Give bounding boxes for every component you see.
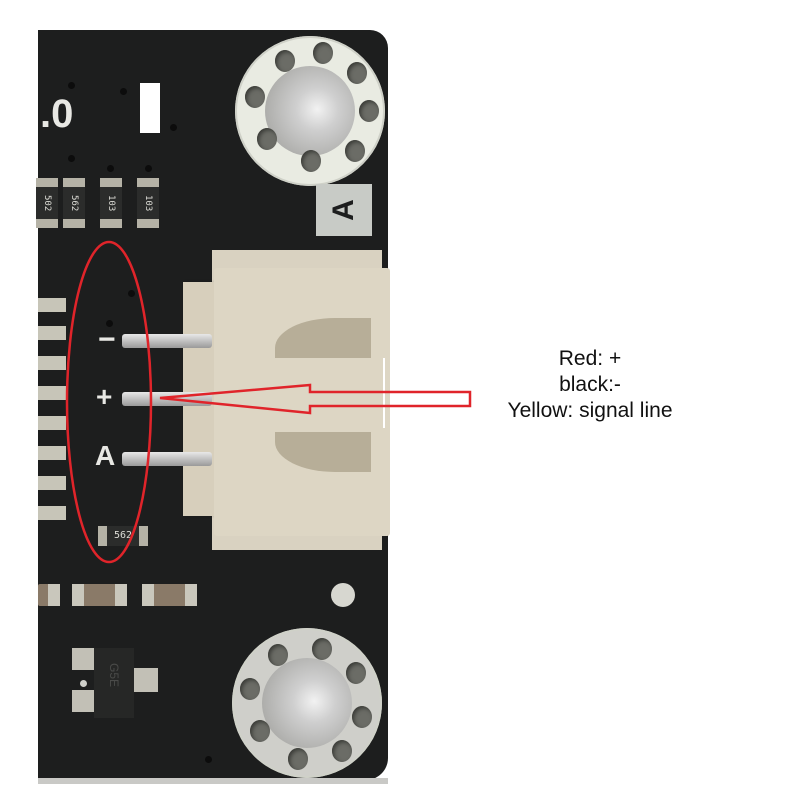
legend-red: Red: + [558, 347, 622, 370]
ic-pad [38, 416, 66, 430]
resistor: 562 [98, 526, 148, 546]
board-cutout [140, 83, 160, 133]
standoff-hole [352, 706, 372, 728]
connector-label-pad: A [316, 184, 372, 236]
pin-signal [122, 452, 212, 466]
via [170, 124, 177, 131]
ic-pad [38, 326, 66, 340]
transistor: G5E [94, 648, 134, 718]
ic-pad [38, 476, 66, 490]
ic-pad [38, 446, 66, 460]
via [128, 290, 135, 297]
test-pad [331, 583, 355, 607]
via [80, 680, 87, 687]
ic-pad [38, 506, 66, 520]
standoff-hole [346, 662, 366, 684]
resistor: 103 [100, 178, 122, 228]
transistor-pad [72, 690, 100, 712]
standoff-hole [332, 740, 352, 762]
capacitor [72, 584, 127, 606]
ic-pad [38, 298, 66, 312]
standoff-hole [288, 748, 308, 770]
ic-pad [38, 356, 66, 370]
resistor: 562 [63, 178, 85, 228]
via [68, 155, 75, 162]
resistor: 103 [137, 178, 159, 228]
via [68, 82, 75, 89]
via [120, 88, 127, 95]
standoff-hole [245, 86, 265, 108]
top-standoff [235, 36, 385, 186]
pin-minus [122, 334, 212, 348]
standoff-hole [301, 150, 321, 172]
pcb-edge [38, 778, 388, 784]
standoff-hole [240, 678, 260, 700]
capacitor [142, 584, 197, 606]
standoff-dome [265, 66, 355, 156]
pin-label-plus: + [96, 381, 113, 412]
pin-label-minus: − [98, 323, 116, 356]
wiring-legend: Red: + black:- Yellow: signal line [470, 346, 710, 424]
standoff-dome [262, 658, 352, 748]
standoff-hole [250, 720, 270, 742]
highlight-ellipse [65, 240, 153, 564]
connector-front [214, 268, 390, 536]
via [145, 165, 152, 172]
legend-black: black:- [559, 373, 621, 396]
resistor: 502 [36, 178, 58, 228]
transistor-pad [72, 648, 100, 670]
standoff-hole [257, 128, 277, 150]
standoff-hole [345, 140, 365, 162]
via [106, 320, 113, 327]
via [205, 756, 212, 763]
standoff-hole [268, 644, 288, 666]
bottom-standoff [232, 628, 382, 778]
version-silkscreen: .0 [40, 92, 74, 136]
pin-label-signal: A [95, 440, 116, 471]
via [107, 165, 114, 172]
standoff-hole [359, 100, 379, 122]
standoff-hole [275, 50, 295, 72]
standoff-hole [312, 638, 332, 660]
legend-yellow: Yellow: signal line [507, 399, 673, 422]
standoff-hole [313, 42, 333, 64]
capacitor [38, 584, 60, 606]
ic-pad [38, 386, 66, 400]
standoff-hole [347, 62, 367, 84]
pointer-arrow [159, 383, 472, 415]
